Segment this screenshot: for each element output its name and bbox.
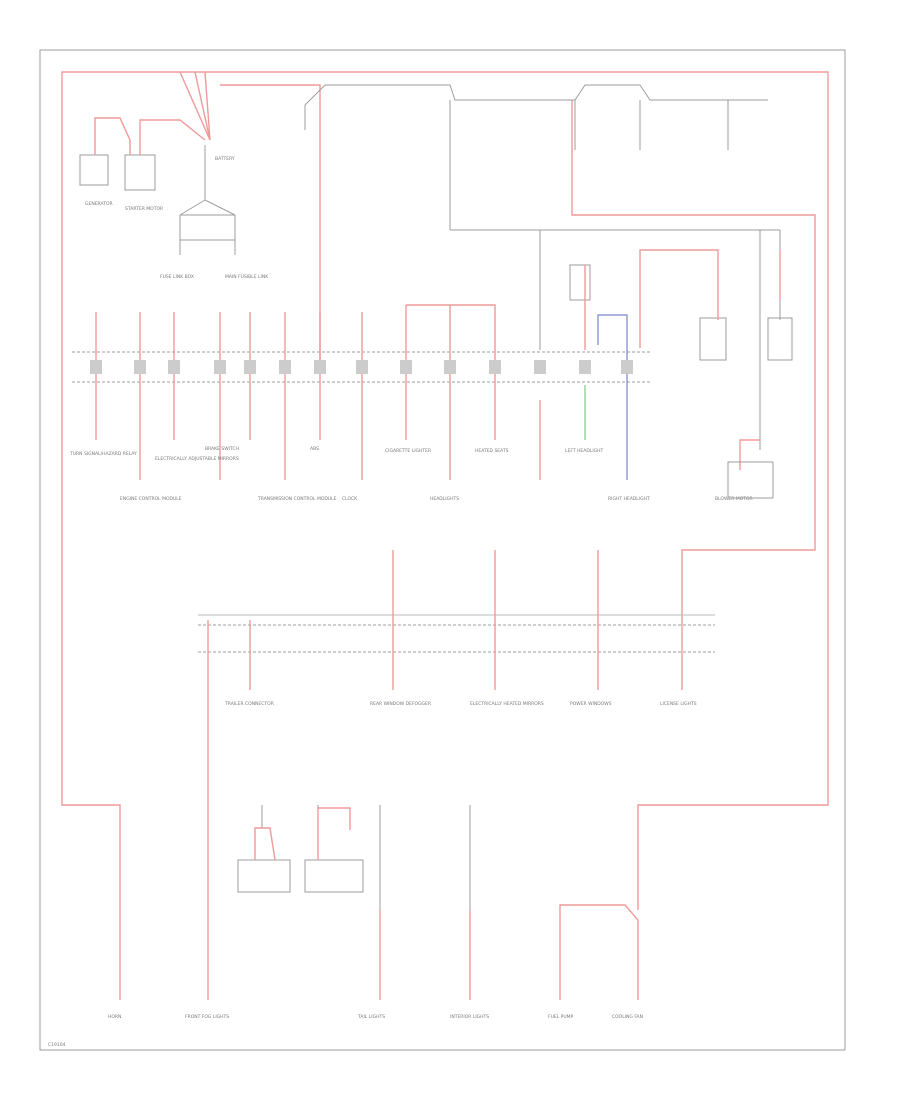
blue-wire xyxy=(597,314,628,480)
label-rear-defogger: REAR WINDOW DEFOGGER xyxy=(370,701,431,707)
label-right-headlight: RIGHT HEADLIGHT xyxy=(608,496,650,502)
label-main-fusible-link: MAIN FUSIBLE LINK xyxy=(225,274,269,280)
label-tcm: TRANSMISSION CONTROL MODULE xyxy=(257,496,337,502)
label-horn: HORN xyxy=(108,1014,121,1020)
main-fuse-row xyxy=(72,265,650,480)
starter-box xyxy=(124,154,156,191)
label-generator: GENERATOR xyxy=(85,201,113,207)
label-abs: ABS xyxy=(310,446,319,452)
label-power-windows: POWER WINDOWS xyxy=(570,701,612,707)
label-trailer: TRAILER CONNECTOR xyxy=(224,701,274,707)
label-front-fog: FRONT FOG LIGHTS xyxy=(185,1014,229,1020)
label-license-lights: LICENSE LIGHTS xyxy=(660,701,697,707)
label-tail-lights: TAIL LIGHTS xyxy=(357,1014,385,1020)
label-cooling-fan: COOLING FAN xyxy=(612,1014,643,1020)
label-interior-lights: INTERIOR LIGHTS xyxy=(450,1014,489,1020)
label-ecm: ENGINE CONTROL MODULE xyxy=(120,496,182,502)
label-fuel-pump: FUEL PUMP xyxy=(548,1014,574,1020)
label-mirrors: ELECTRICALLY ADJUSTABLE MIRRORS xyxy=(155,456,239,462)
label-blower-motor: BLOWER MOTOR xyxy=(715,496,753,502)
label-battery: BATTERY xyxy=(215,156,235,162)
label-starter: STARTER MOTOR xyxy=(125,206,163,212)
diagram-border xyxy=(39,49,846,1051)
label-fuse-link-box: FUSE LINK BOX xyxy=(160,274,194,280)
main-power-loop xyxy=(61,71,829,1000)
label-cig-lighter: CIGARETTE LIGHTER xyxy=(385,448,431,454)
blower-box xyxy=(727,461,774,499)
label-brake-switch: BRAKE SWITCH xyxy=(205,446,239,452)
middle-fuse-row: TRAILER CONNECTOR REAR WINDOW DEFOGGER E… xyxy=(198,550,715,805)
label-left-headlight: LEFT HEADLIGHT xyxy=(565,448,604,454)
label-heated-mirrors: ELECTRICALLY HEATED MIRRORS xyxy=(470,701,544,707)
relay-feeds xyxy=(539,249,781,480)
label-heated-seats: HEATED SEATS xyxy=(475,448,509,454)
generator-box xyxy=(79,154,109,186)
top-bus xyxy=(304,84,768,230)
bottom-section: HORN FRONT FOG LIGHTS TAIL LIGHTS INTERI… xyxy=(108,805,643,1020)
generator-starter-group: GENERATOR STARTER MOTOR xyxy=(79,117,206,212)
battery-group xyxy=(179,145,236,255)
label-headlights: HEADLIGHTS xyxy=(430,496,459,502)
footer-code: C19104 xyxy=(48,1042,66,1048)
fuse-row-labels: TURN SIGNAL/HAZARD RELAY ENGINE CONTROL … xyxy=(69,446,753,502)
label-clock: CLOCK xyxy=(342,496,358,502)
label-turn-signal: TURN SIGNAL/HAZARD RELAY xyxy=(69,451,137,457)
